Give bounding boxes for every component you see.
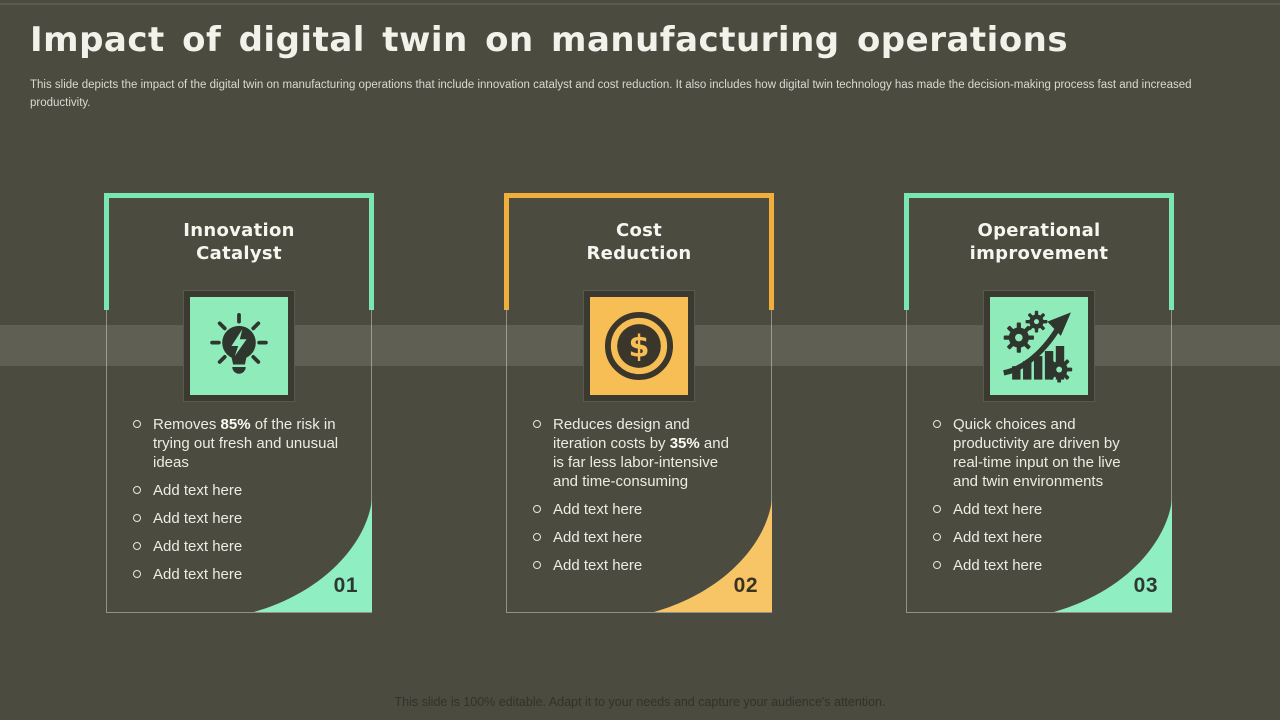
bullet-text: Add text here [153, 482, 243, 499]
bullet-text: Add text here [153, 566, 243, 583]
growth-chart-gears-icon [1003, 310, 1073, 383]
bullet-item: Add text here [931, 556, 1163, 575]
bullet-marker [533, 533, 541, 541]
bullet-text: Add text here [553, 501, 643, 518]
bullet-marker [133, 570, 141, 578]
bullet-text: Quick choices and productivity are drive… [953, 416, 1121, 490]
page-footer: This slide is 100% editable. Adapt it to… [394, 695, 886, 709]
bullet-marker [533, 420, 541, 428]
bullet-item: Add text here [531, 500, 763, 519]
bullet-marker [933, 420, 941, 428]
bullet-marker [533, 505, 541, 513]
card-innovation-catalyst: Innovation Catalyst Removes 85% [104, 193, 374, 613]
bullet-item: Add text here [531, 528, 763, 547]
bullet-list: Removes 85% of the risk in trying out fr… [131, 415, 363, 593]
dollar-coin-icon: $ [604, 311, 674, 381]
card-accent-bracket [104, 193, 374, 310]
bullet-text: Add text here [953, 557, 1043, 574]
card-cost-reduction: Cost Reduction $ Reduces design and iter… [504, 193, 774, 613]
bullet-item: Add text here [531, 556, 763, 575]
bullet-marker [133, 542, 141, 550]
bullet-item: Add text here [131, 481, 363, 500]
card-title: Operational improvement [969, 220, 1109, 264]
svg-text:$: $ [628, 329, 649, 364]
card-title: Cost Reduction [586, 220, 692, 264]
icon-tile [190, 297, 288, 395]
lightbulb-bolt-icon [210, 313, 268, 374]
bullet-marker [533, 561, 541, 569]
bullet-marker [933, 505, 941, 513]
bullet-text: Add text here [153, 538, 243, 555]
bullet-item: Add text here [931, 500, 1163, 519]
slide-top-edge [0, 3, 1280, 5]
icon-box [183, 290, 295, 402]
bullet-text: Add text here [553, 529, 643, 546]
bullet-marker [933, 533, 941, 541]
bullet-text: Add text here [553, 557, 643, 574]
card-accent-bracket [504, 193, 774, 310]
card-number: 01 [333, 574, 358, 597]
icon-box [983, 290, 1095, 402]
icon-tile [990, 297, 1088, 395]
bullet-text: Add text here [153, 510, 243, 527]
bullet-marker [133, 486, 141, 494]
bullet-item: Quick choices and productivity are drive… [931, 415, 1163, 491]
page-title: Impact of digital twin on manufacturing … [30, 20, 1069, 60]
bullet-item: Add text here [131, 509, 363, 528]
bullet-list: Quick choices and productivity are drive… [931, 415, 1163, 584]
corner-wave [1054, 500, 1172, 612]
bullet-marker [933, 561, 941, 569]
card-number: 03 [1133, 574, 1158, 597]
bullet-text: Add text here [953, 501, 1043, 518]
bullet-list: Reduces design and iteration costs by 35… [531, 415, 763, 584]
page-subtitle: This slide depicts the impact of the dig… [30, 79, 1192, 109]
icon-box: $ [583, 290, 695, 402]
bullet-item: Add text here [131, 565, 363, 584]
bullet-text: Removes 85% of the risk in trying out fr… [153, 416, 339, 471]
icon-tile: $ [590, 297, 688, 395]
bullet-item: Add text here [131, 537, 363, 556]
bullet-marker [133, 514, 141, 522]
card-title: Innovation Catalyst [183, 220, 295, 264]
bullet-item: Add text here [931, 528, 1163, 547]
bullet-item: Reduces design and iteration costs by 35… [531, 415, 763, 491]
card-number: 02 [733, 574, 758, 597]
bullet-marker [133, 420, 141, 428]
corner-wave [654, 500, 772, 612]
corner-wave [254, 500, 372, 612]
card-operational-improvement: Operational improvement [904, 193, 1174, 613]
bullet-item: Removes 85% of the risk in trying out fr… [131, 415, 363, 472]
bullet-text: Reduces design and iteration costs by 35… [553, 416, 729, 490]
bullet-text: Add text here [953, 529, 1043, 546]
card-accent-bracket [904, 193, 1174, 310]
